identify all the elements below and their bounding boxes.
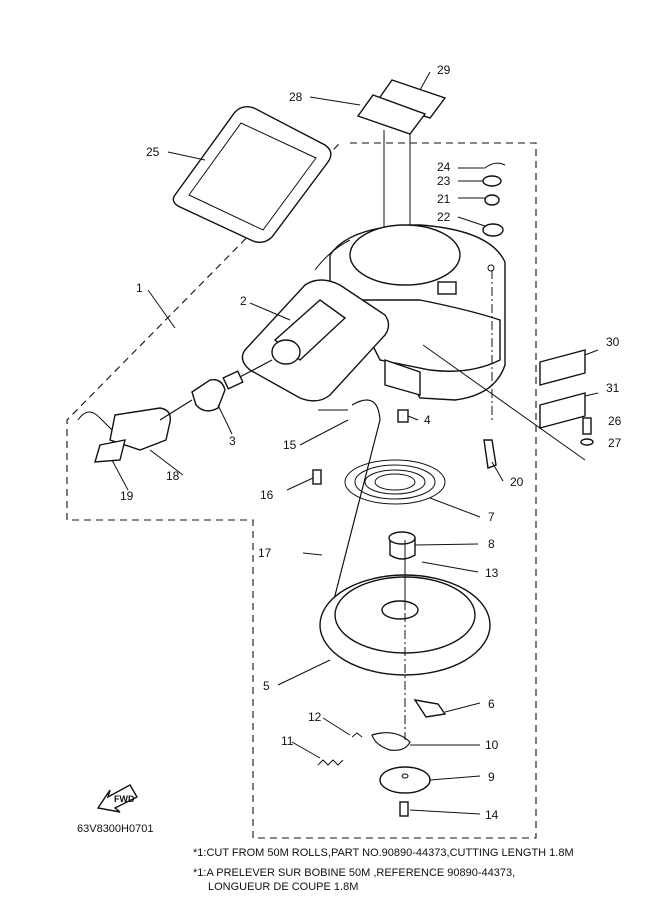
callout-18: 18 [166, 469, 180, 483]
callout-9: 9 [488, 770, 495, 784]
fwd-label: FWD [114, 794, 135, 804]
part-25-seal [172, 105, 332, 244]
callout-12: 12 [308, 710, 322, 724]
callout-19: 19 [120, 489, 134, 503]
part-23-washer [482, 175, 502, 187]
callout-8: 8 [488, 537, 495, 551]
drawing-code: 63V8300H0701 [77, 823, 154, 835]
part-9-cap [379, 766, 431, 794]
footnote-en: *1:CUT FROM 50M ROLLS,PART NO.90890-4437… [193, 847, 574, 859]
part-20-clip [483, 439, 497, 469]
part-1-starter-housing [314, 224, 506, 401]
callout-7: 7 [488, 510, 495, 524]
callout-6: 6 [488, 697, 495, 711]
callout-1: 1 [136, 281, 143, 295]
callout-4: 4 [424, 413, 431, 427]
leader-lines [111, 71, 599, 815]
callout-numbers: 29 28 25 24 23 21 22 1 2 30 31 26 27 4 3… [120, 63, 622, 822]
part-4-bolt [397, 409, 409, 423]
part-6-pawl [413, 699, 447, 718]
footnote-fr-cont: LONGUEUR DE COUPE 1.8M [208, 881, 359, 893]
part-16-bolt [312, 469, 322, 485]
callout-5: 5 [263, 679, 270, 693]
callout-10: 10 [485, 738, 499, 752]
callout-22: 22 [437, 210, 451, 224]
part-7-spring [344, 459, 446, 505]
part-21-nut [484, 194, 500, 206]
part-14-bolt [399, 801, 409, 817]
part-18-19-handle [77, 399, 193, 463]
fwd-arrow-icon: FWD [96, 784, 138, 813]
callout-31: 31 [606, 381, 620, 395]
part-2-handle-boot [241, 279, 390, 402]
callout-3: 3 [229, 434, 236, 448]
part-31-label [539, 392, 586, 429]
part-10-11-12-springs [317, 732, 411, 766]
callout-17: 17 [258, 546, 272, 560]
callout-11: 11 [281, 734, 294, 748]
assembly-frame [66, 142, 537, 839]
callout-2: 2 [240, 294, 247, 308]
callout-28: 28 [289, 90, 303, 104]
callout-21: 21 [437, 192, 451, 206]
callout-16: 16 [260, 488, 274, 502]
callout-23: 23 [437, 174, 451, 188]
footnote-fr: *1:A PRELEVER SUR BOBINE 50M ,REFERENCE … [193, 867, 516, 879]
callout-29: 29 [437, 63, 451, 77]
part-8-bushing [388, 531, 416, 560]
part-26-bolt [582, 417, 592, 435]
callout-27: 27 [608, 436, 622, 450]
callout-14: 14 [485, 808, 499, 822]
callout-20: 20 [510, 475, 524, 489]
callout-26: 26 [608, 414, 622, 428]
centerline [404, 270, 493, 740]
part-24-pin [484, 162, 506, 169]
part-27-washer [580, 438, 594, 446]
callout-30: 30 [606, 335, 620, 349]
callout-15: 15 [283, 438, 297, 452]
part-22-spring [482, 223, 504, 237]
part-3-handle [191, 359, 273, 412]
callout-25: 25 [146, 145, 160, 159]
callout-13: 13 [485, 566, 499, 580]
part-30-label [539, 349, 586, 386]
callout-24: 24 [437, 160, 451, 174]
